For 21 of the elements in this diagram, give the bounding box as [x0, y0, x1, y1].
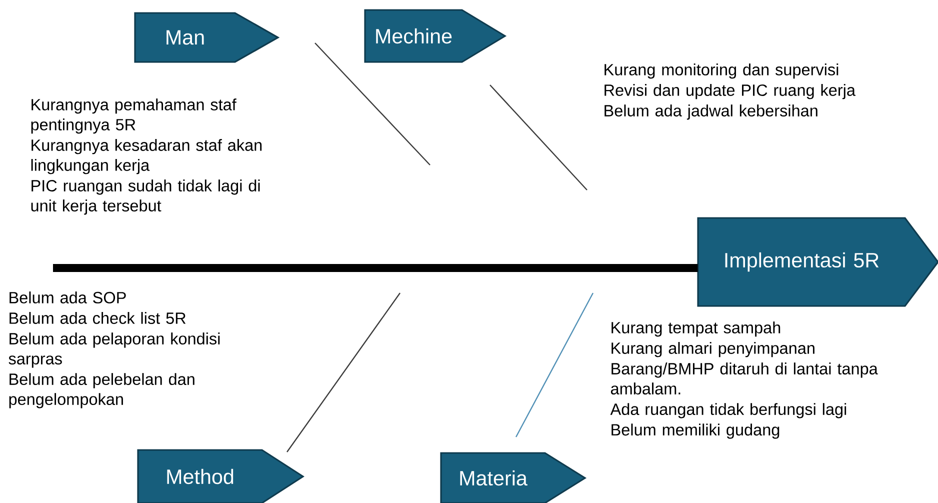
cause-text: Revisi dan update PIC ruang kerja — [604, 84, 856, 100]
category-arrow-box: Mechine — [364, 9, 507, 63]
category-arrow-box: Materia — [440, 452, 587, 503]
cause-text: Belum ada SOP — [10, 291, 126, 304]
cause-text: Belum memiliki gudang — [612, 424, 780, 439]
spine-line — [53, 264, 698, 272]
cause-text: Barang/BMHP ditaruh di lantai tanpa ambalam. — [610, 362, 878, 394]
cause-text: Belum ada pelaporan kondisi sarpras — [8, 332, 220, 368]
cause-text: Ada ruangan tidak berfungsi lagi — [610, 403, 846, 418]
cause-text: Kurangnya pemahaman staf pentingnya 5R — [31, 98, 236, 134]
cause-text: Belum ada jadwal kebersihan — [604, 104, 818, 120]
cause-text: Kurang tempat sampah — [612, 321, 780, 337]
category-arrow-box: Implementasi 5R — [697, 217, 938, 307]
cause-text: Belum ada check list 5R — [10, 312, 186, 324]
cause-text: Kurangnya kesadaran staf akan lingkungan kerja — [31, 139, 262, 174]
category-arrow-box: Man — [134, 12, 280, 63]
cause-text: Belum ada pelebelan dan pengelompokan — [9, 373, 194, 408]
cause-text: PIC ruangan sudah tidak lagi di unit kerja tersebut — [31, 180, 260, 215]
cause-text: Kurang almari penyimpanan — [612, 342, 814, 358]
cause-text: Kurang monitoring dan supervisi — [604, 63, 838, 79]
category-arrow-box: Method — [137, 449, 304, 503]
